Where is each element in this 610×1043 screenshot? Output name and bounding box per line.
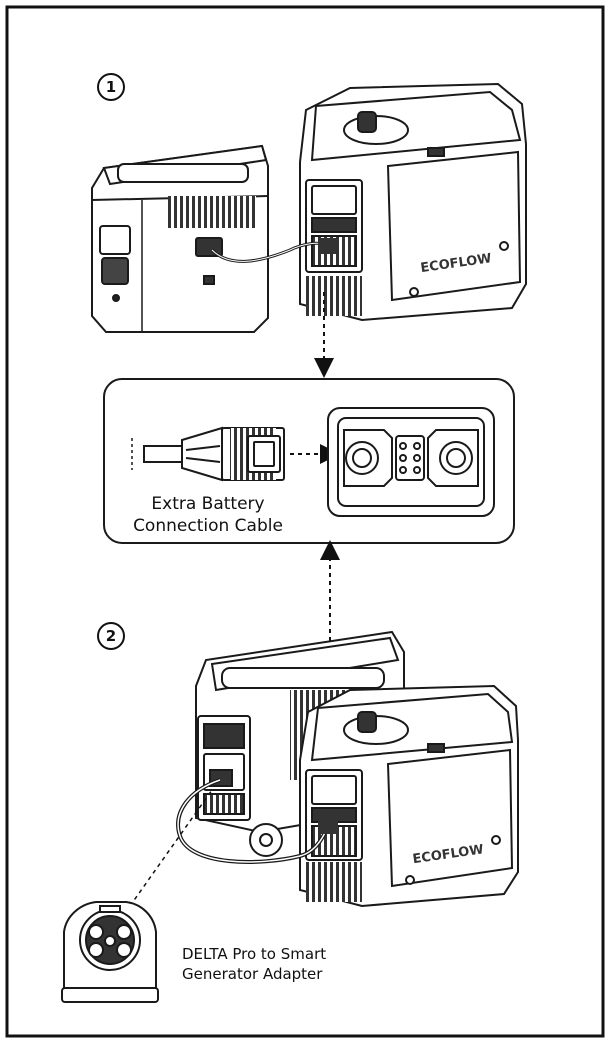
fuel-cap (357, 111, 377, 133)
step-marker-1: 1 (97, 73, 125, 101)
adapter-label: DELTA Pro to Smart Generator Adapter (182, 944, 422, 984)
arrow-adapter-to-port (129, 789, 213, 907)
button-panel (101, 257, 129, 285)
lcd-screen (99, 225, 131, 255)
socket-detail (327, 407, 495, 517)
cable-label-line2: Connection Cable (133, 516, 283, 536)
delta-pro-unit-step1 (91, 144, 269, 333)
cable-label-line1: Extra Battery (151, 494, 265, 514)
adapter-label-line1: DELTA Pro to Smart (182, 945, 327, 963)
step-marker-2: 2 (97, 622, 125, 650)
generator-adapter (61, 901, 159, 1003)
delta-panel-screen (203, 723, 245, 749)
cable-plug-step1 (318, 238, 338, 254)
adapter-label-line2: Generator Adapter (182, 965, 323, 983)
smart-generator-step1: ECOFLOW (299, 82, 527, 322)
vent-grille (168, 196, 256, 228)
page-border (5, 5, 605, 1038)
generator-panel-screen (311, 185, 357, 215)
smart-generator-step2: ECOFLOW (299, 684, 519, 908)
extra-battery-cable-label: Extra Battery Connection Cable (108, 493, 308, 537)
cable-plug-detail (131, 426, 285, 482)
